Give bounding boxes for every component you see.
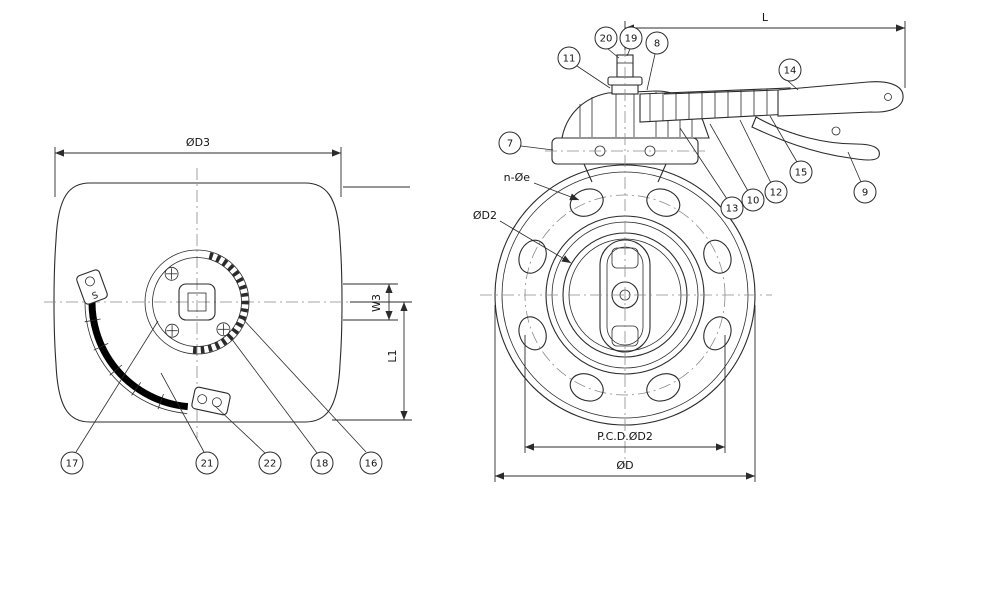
svg-text:11: 11 (563, 54, 576, 65)
lever-tip-hole (884, 93, 892, 101)
dim-l: L (624, 11, 906, 88)
svg-text:10: 10 (747, 196, 760, 207)
svg-text:19: 19 (625, 34, 638, 45)
svg-text:13: 13 (726, 204, 739, 215)
callout-10: 10 (709, 123, 765, 212)
callout-9: 9 (847, 151, 877, 204)
svg-text:7: 7 (507, 139, 513, 150)
trigger-pivot-hole (831, 126, 841, 136)
callout-15: 15 (769, 115, 813, 184)
callout-17: 17 (60, 320, 159, 475)
callout-11: 11 (557, 46, 611, 89)
svg-text:17: 17 (66, 459, 79, 470)
svg-text:22: 22 (264, 459, 277, 470)
label-od2-text: ØD2 (473, 209, 497, 222)
dim-pcd: P.C.D.ØD2 (524, 335, 726, 453)
dim-od-label: ØD (616, 459, 633, 472)
mount-bolt-3 (216, 322, 231, 337)
gear-root-circle (152, 257, 242, 347)
position-quadrant-arc (84, 292, 189, 414)
dim-pcd-label: P.C.D.ØD2 (597, 430, 653, 443)
label-n-oe-text: n-Øe (504, 171, 531, 184)
stop-plate-s: S (76, 269, 108, 305)
callout-21: 21 (160, 372, 219, 475)
dim-l1: L1 (332, 301, 412, 421)
dim-od: ØD (494, 305, 756, 482)
callout-20: 20 (594, 26, 620, 59)
label-s: S (91, 291, 100, 302)
valve-neck (583, 163, 667, 183)
quadrant-tick-marks (84, 318, 164, 410)
svg-text:14: 14 (784, 66, 797, 77)
valve-body-top-outline (53, 182, 343, 423)
stop-plate-bottom (191, 386, 231, 416)
callout-14: 14 (778, 58, 802, 91)
dim-l-label: L (762, 11, 769, 24)
stop-plate-s-hole (85, 276, 95, 287)
trigger-handle (751, 116, 880, 161)
dim-d3: ØD3 (54, 136, 342, 197)
stem-square-inner (187, 292, 207, 312)
callout-13: 13 (679, 127, 744, 220)
dim-w3: W3 (343, 186, 410, 321)
callout-22: 22 (214, 405, 282, 475)
mount-bolt-2 (165, 323, 180, 338)
svg-text:15: 15 (795, 168, 808, 179)
dim-d3-label: ØD3 (186, 136, 210, 149)
front-view: L P.C.D.ØD2 ØD n-Øe ØD2 (473, 11, 906, 482)
lever-arm (663, 81, 904, 117)
svg-text:18: 18 (316, 459, 329, 470)
ratchet-sector (639, 87, 791, 123)
callout-8: 8 (645, 31, 669, 91)
handle-plate-circle (144, 249, 250, 355)
svg-text:9: 9 (862, 188, 868, 199)
handle-plate-gear (144, 249, 250, 355)
front-view-centerlines (480, 45, 772, 468)
callout-18: 18 (227, 333, 334, 475)
dim-l1-label: L1 (386, 349, 399, 362)
flange-bolt-slots (518, 188, 732, 402)
stem-square-outer (178, 283, 216, 321)
callout-7: 7 (498, 131, 554, 155)
callout-16: 16 (241, 317, 383, 475)
top-view: S ØD3 W3 L1 (44, 136, 412, 475)
callout-12: 12 (739, 119, 788, 204)
svg-text:12: 12 (770, 188, 783, 199)
dim-w3-label: W3 (370, 294, 383, 312)
mount-bolt-1 (164, 266, 179, 281)
svg-text:8: 8 (654, 39, 660, 50)
label-n-oe: n-Øe (504, 171, 580, 201)
gear-teeth-arc (192, 252, 249, 354)
label-od2: ØD2 (473, 209, 572, 264)
callout-19: 19 (619, 26, 643, 57)
svg-text:20: 20 (600, 34, 613, 45)
svg-text:21: 21 (201, 459, 214, 470)
svg-text:16: 16 (365, 459, 378, 470)
